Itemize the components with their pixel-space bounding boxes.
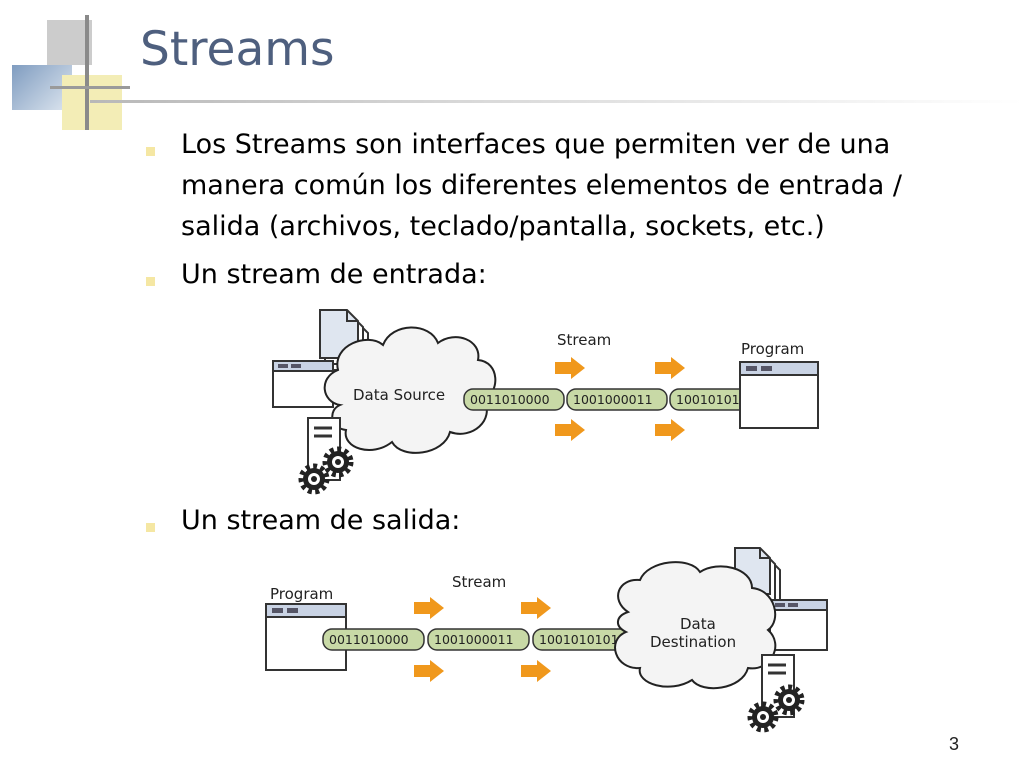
bullet-text-3: Un stream de salida: <box>181 505 461 536</box>
program-label: Program <box>741 340 804 358</box>
bullet-text-1-line-3: salida (archivos, teclado/pantalla, sock… <box>181 211 825 242</box>
title-divider <box>90 100 1024 103</box>
stream-label: Stream <box>557 331 611 349</box>
bit-block <box>427 628 530 651</box>
input-stream-diagram: Data Source Stream 0011010000 1001000011… <box>272 309 819 492</box>
stream-label: Stream <box>452 573 506 591</box>
bullet-marker <box>146 277 155 286</box>
destination-label-line-2: Destination <box>650 633 736 651</box>
bit-text: 1001010101 <box>539 632 619 647</box>
bit-text: 0011010000 <box>470 392 550 407</box>
bit-text: 1001000011 <box>573 392 653 407</box>
data-source-cloud <box>323 326 497 454</box>
gear-icon <box>301 466 327 492</box>
bullet-text-1-line-1: Los Streams son interfaces que permiten … <box>181 129 891 160</box>
bit-block <box>322 628 425 651</box>
bit-block <box>463 388 565 411</box>
bullet-marker <box>146 523 155 532</box>
arrow-right-icon <box>414 597 444 619</box>
window-icon <box>272 360 334 408</box>
data-source-label: Data Source <box>353 386 445 404</box>
output-stream-diagram: Program Stream 0011010000 1001000011 100… <box>265 547 828 730</box>
bullet-text-1-line-2: manera común los diferentes elementos de… <box>181 170 902 201</box>
gear-icon <box>750 704 776 730</box>
data-destination-cloud <box>614 561 777 689</box>
bullet-text-2: Un stream de entrada: <box>181 259 487 290</box>
arrow-right-icon <box>655 419 685 441</box>
program-window-icon <box>739 361 819 429</box>
window-icon <box>769 599 828 651</box>
arrow-right-icon <box>555 419 585 441</box>
bit-block <box>566 388 668 411</box>
arrow-right-icon <box>521 660 551 682</box>
bullet-marker <box>146 147 155 156</box>
program-label: Program <box>270 585 333 603</box>
arrow-right-icon <box>655 357 685 379</box>
page-number: 3 <box>949 734 960 754</box>
arrow-right-icon <box>521 597 551 619</box>
bit-text: 0011010000 <box>329 632 409 647</box>
arrow-right-icon <box>414 660 444 682</box>
bit-text: 1001010101 <box>676 392 756 407</box>
page-title: Streams <box>140 22 335 77</box>
destination-label-line-1: Data <box>680 615 716 633</box>
arrow-right-icon <box>555 357 585 379</box>
bit-text: 1001000011 <box>434 632 514 647</box>
